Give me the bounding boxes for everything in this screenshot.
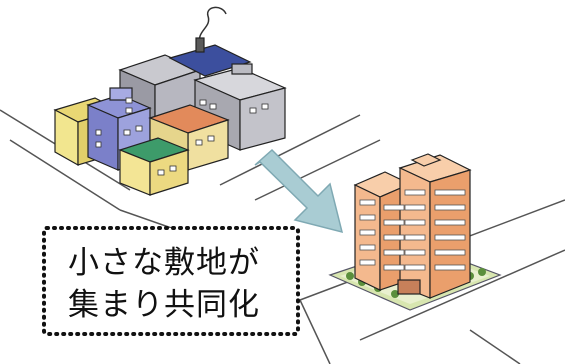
transform-arrow-icon — [254, 148, 344, 234]
caption-text: 小さな敷地が 集まり共同化 — [42, 226, 300, 336]
caption-line-1: 小さな敷地が — [68, 245, 260, 281]
joint-apartment-building-icon — [328, 153, 502, 311]
caption-frame — [42, 226, 300, 336]
caption-line-2: 集まり共同化 — [68, 287, 260, 323]
small-houses-cluster-icon — [53, 6, 287, 196]
